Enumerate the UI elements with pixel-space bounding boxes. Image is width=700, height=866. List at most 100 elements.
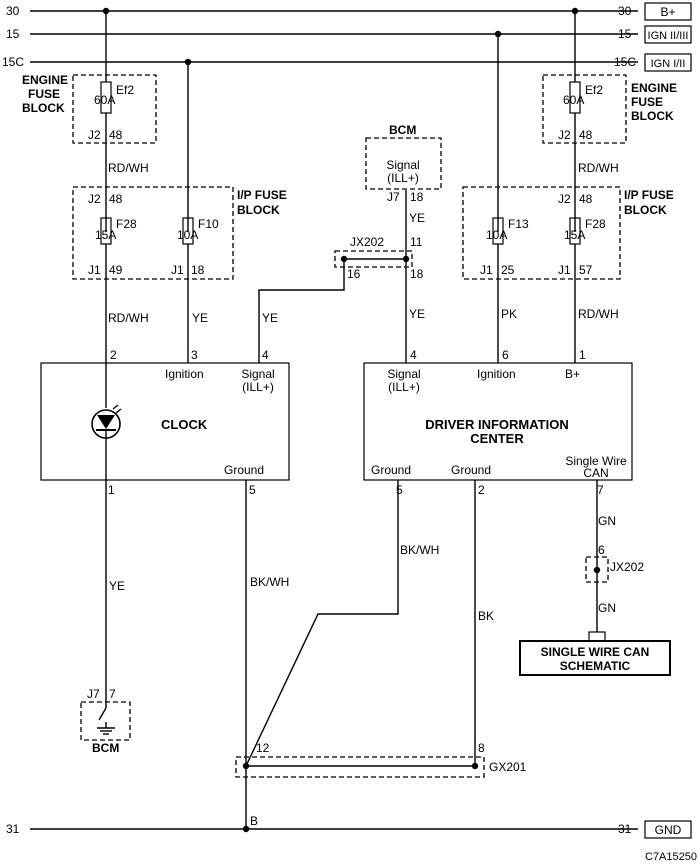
dic-title-line1: DRIVER INFORMATION	[425, 417, 568, 432]
bcm-top-module: BCM Signal (ILL+) J7 18	[365, 123, 442, 204]
wire-label: BK/WH	[250, 575, 289, 589]
can-ref-line2: SCHEMATIC	[560, 659, 631, 673]
jx202-pin-left: 16	[347, 267, 361, 281]
bcm-signal: Signal	[386, 158, 419, 172]
fuse-f10-name: F10	[198, 217, 219, 231]
jx202-pin: 6	[598, 543, 605, 557]
clock-title: CLOCK	[161, 417, 208, 432]
connector-label: J2	[558, 128, 571, 142]
dic-pin-1: 1	[579, 348, 586, 362]
clock-signal-sub: (ILL+)	[242, 380, 274, 394]
jx202-top-splice: JX202 11 16 18	[334, 235, 424, 281]
wire-label: YE	[409, 307, 425, 321]
dic-can-label: Single Wire	[565, 454, 627, 468]
jx202-name: JX202	[610, 560, 644, 574]
fuse-f28-name: F28	[116, 217, 137, 231]
rail-31-right: 31	[618, 822, 632, 836]
bcm-connector: J7	[387, 190, 400, 204]
in-connector: J2	[88, 192, 101, 206]
wire-label: RD/WH	[108, 311, 149, 325]
in-pin: 48	[109, 192, 123, 206]
dic-can-sub: CAN	[583, 466, 608, 480]
rail-31-tag: GND	[655, 823, 682, 837]
in-connector: J2	[558, 192, 571, 206]
fuse-f28-conn: J1	[558, 263, 571, 277]
ground-switch-icon	[97, 707, 115, 735]
junction-dots	[102, 7, 601, 833]
dic-bplus-label: B+	[565, 367, 580, 381]
dic-ground2-label: Ground	[451, 463, 491, 477]
clock-pin-4: 4	[262, 348, 269, 362]
fuse-f28-conn: J1	[88, 263, 101, 277]
wires	[105, 11, 598, 829]
rail-15-tag: IGN II/III	[648, 30, 689, 42]
pin-label: 48	[109, 128, 123, 142]
connector-label: J2	[88, 128, 101, 142]
driver-information-center: 4 6 1 Signal (ILL+) Ignition B+ DRIVER I…	[363, 348, 633, 497]
can-ref-line1: SINGLE WIRE CAN	[541, 645, 650, 659]
fuse-f28-name: F28	[585, 217, 606, 231]
dic-ground1-label: Ground	[371, 463, 411, 477]
jx202-bottom-splice: 6 JX202	[585, 543, 644, 583]
clock-pin-5: 5	[249, 483, 256, 497]
wire-label: YE	[192, 311, 208, 325]
clock-pin-3: 3	[191, 348, 198, 362]
engine-fuse-title-line3: BLOCK	[22, 101, 65, 115]
fuse-f13-conn: J1	[480, 263, 493, 277]
gx201-pin-left: 12	[256, 741, 270, 755]
clock-pin-2: 2	[110, 348, 117, 362]
fuse-f28-rating: 15A	[564, 228, 585, 242]
wire-label: PK	[501, 307, 517, 321]
ip-fuse-title-line1: I/P FUSE	[624, 188, 674, 202]
fuse-f13-name: F13	[508, 217, 529, 231]
gx201-splice: 12 8 GX201	[235, 741, 527, 778]
wire-label: RD/WH	[578, 161, 619, 175]
fuse-f13-pin: 25	[501, 263, 515, 277]
wire-label: BK/WH	[400, 543, 439, 557]
bcm-signal-sub: (ILL+)	[387, 171, 419, 185]
dic-signal-label: Signal	[387, 367, 420, 381]
fuse-f13-rating: 10A	[486, 228, 507, 242]
wire-label: GN	[598, 601, 616, 615]
clock-module: 2 3 4 Ignition Signal (ILL+) CLOCK Groun…	[40, 348, 290, 497]
fuse-name: Ef2	[585, 83, 603, 97]
bcm-title: BCM	[389, 123, 416, 137]
wire-label: RD/WH	[578, 307, 619, 321]
dic-title-line2: CENTER	[470, 431, 524, 446]
wire-label: RD/WH	[108, 161, 149, 175]
engine-fuse-title-line2: FUSE	[631, 95, 663, 109]
bcm-pin: 18	[410, 190, 424, 204]
rail-30-right: 30	[618, 4, 632, 18]
ip-fuse-title-line1: I/P FUSE	[237, 188, 287, 202]
clock-ground-label: Ground	[224, 463, 264, 477]
ip-fuse-title-line2: BLOCK	[624, 203, 667, 217]
engine-fuse-block-left: ENGINE FUSE BLOCK Ef2 60A J2 48	[22, 73, 157, 144]
wire-label: GN	[598, 514, 616, 528]
wire-color-labels: RD/WH RD/WH YE YE YE YE PK RD/WH RD/WH Y…	[108, 161, 619, 623]
pin-label: 48	[579, 128, 593, 142]
rail-30-left: 30	[6, 4, 20, 18]
rail-15c-left: 15C	[2, 55, 24, 69]
engine-fuse-block-right: ENGINE FUSE BLOCK Ef2 60A J2 48	[542, 74, 677, 144]
engine-fuse-title-line2: FUSE	[28, 87, 60, 101]
rail-15-left: 15	[6, 27, 20, 41]
gx201-name: GX201	[489, 760, 527, 774]
bcm-bottom-title: BCM	[92, 741, 119, 755]
lamp-icon	[91, 363, 122, 480]
ground-point-label: B	[250, 814, 258, 828]
fuse-f28-rating: 15A	[95, 228, 116, 242]
fuse-rating: 60A	[94, 93, 115, 107]
fuse-f28-pin: 49	[109, 263, 123, 277]
engine-fuse-title-line1: ENGINE	[631, 81, 677, 95]
ip-fuse-block-left: I/P FUSE BLOCK J2 48 F28 15A J1 49 F10 1…	[72, 186, 287, 280]
clock-ignition-label: Ignition	[165, 367, 204, 381]
dic-signal-sub: (ILL+)	[388, 380, 420, 394]
dic-pin-2: 2	[478, 483, 485, 497]
dic-ignition-label: Ignition	[477, 367, 516, 381]
fuse-f10-conn: J1	[171, 263, 184, 277]
rail-30-tag: B+	[660, 5, 675, 19]
diagram-code: C7A15250	[645, 851, 697, 863]
wire-label: YE	[262, 311, 278, 325]
clock-pin-1: 1	[108, 483, 115, 497]
